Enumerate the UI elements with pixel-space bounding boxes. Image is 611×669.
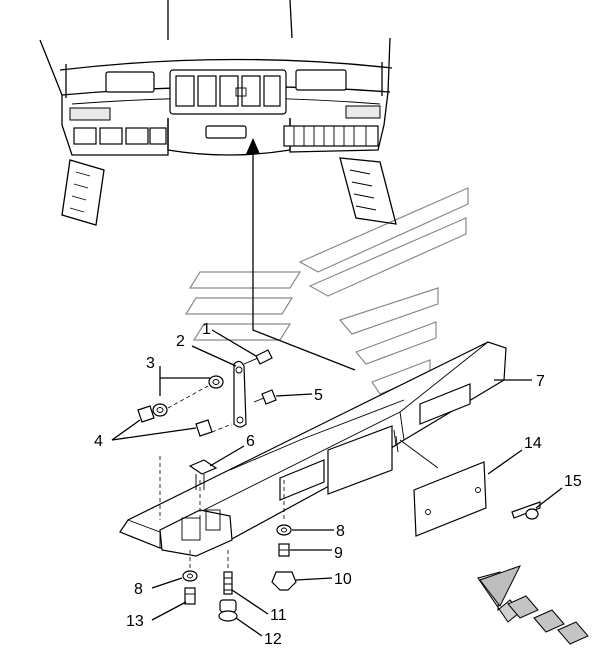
callout-3: 3 bbox=[146, 355, 155, 372]
callout-1: 1 bbox=[202, 321, 211, 338]
clip-6 bbox=[188, 459, 218, 490]
screw-1 bbox=[243, 349, 273, 365]
callout-5: 5 bbox=[314, 387, 323, 404]
callout-2: 2 bbox=[176, 333, 185, 350]
location-arrow bbox=[246, 138, 356, 371]
callout-4: 4 bbox=[94, 433, 103, 450]
washer-8b bbox=[182, 570, 198, 582]
link-plate bbox=[233, 360, 247, 428]
screw-9 bbox=[278, 543, 290, 557]
screw-5 bbox=[253, 389, 277, 405]
view-direction-arrow-icon bbox=[477, 565, 589, 645]
nut-4a bbox=[137, 405, 155, 423]
washer-3b bbox=[152, 403, 168, 417]
grommet-12 bbox=[218, 599, 238, 622]
dashboard-view bbox=[39, 0, 397, 226]
logo-watermark-icon bbox=[184, 187, 469, 395]
callout-12: 12 bbox=[264, 631, 282, 648]
callout-14: 14 bbox=[524, 435, 542, 452]
label-plate-14 bbox=[399, 439, 487, 537]
callout-6: 6 bbox=[246, 433, 255, 450]
nut-10 bbox=[271, 571, 297, 591]
callout-9: 9 bbox=[334, 545, 343, 562]
callout-labels: 1 2 3 4 5 6 7 8 8 9 10 11 12 13 14 15 bbox=[94, 321, 582, 648]
washer-8a bbox=[276, 524, 292, 536]
callout-8-lower: 8 bbox=[134, 581, 143, 598]
screw-15 bbox=[511, 501, 541, 520]
callout-15: 15 bbox=[564, 473, 582, 490]
screw-11 bbox=[223, 571, 233, 595]
callout-10: 10 bbox=[334, 571, 352, 588]
callout-13: 13 bbox=[126, 613, 144, 630]
screw-13 bbox=[184, 587, 196, 605]
leader-lines bbox=[111, 329, 563, 637]
nut-4b bbox=[195, 419, 213, 437]
callout-7: 7 bbox=[536, 373, 545, 390]
washer-3a bbox=[208, 375, 224, 389]
callout-8-upper: 8 bbox=[336, 523, 345, 540]
callout-11: 11 bbox=[270, 607, 287, 624]
mounting-bracket bbox=[119, 341, 507, 557]
